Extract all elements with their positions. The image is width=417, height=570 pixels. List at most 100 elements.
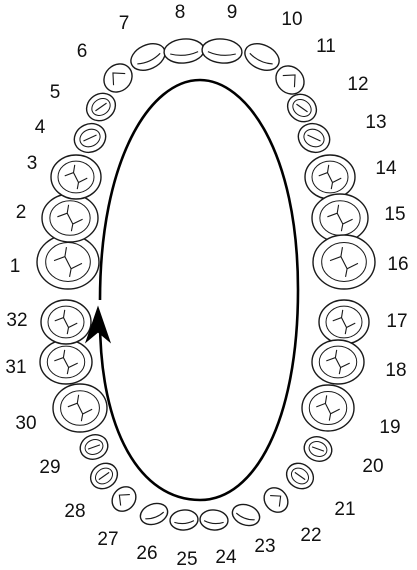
tooth-31[interactable] xyxy=(39,339,93,385)
tooth-number-label-16: 16 xyxy=(387,254,408,275)
tooth-number-label-14: 14 xyxy=(375,158,397,179)
tooth-number-label-24: 24 xyxy=(215,547,237,568)
tooth-22[interactable] xyxy=(259,483,293,517)
tooth-27[interactable] xyxy=(107,482,141,516)
fissure-groove xyxy=(318,164,342,190)
tooth-number-label-30: 30 xyxy=(15,413,36,434)
occlusal-table xyxy=(292,99,312,117)
tooth-16[interactable] xyxy=(312,234,376,290)
tooth-number-label-4: 4 xyxy=(35,117,46,138)
tooth-14[interactable] xyxy=(304,154,356,200)
incisal-edge xyxy=(137,52,161,65)
tooth-2[interactable] xyxy=(41,193,99,243)
tooth-number-label-27: 27 xyxy=(97,529,118,550)
occlusal-table xyxy=(60,390,100,426)
incisal-edge xyxy=(203,520,224,525)
tooth-number-label-2: 2 xyxy=(16,202,27,223)
tooth-number-label-13: 13 xyxy=(365,112,386,133)
occlusal-table xyxy=(46,345,86,379)
tooth-number-label-22: 22 xyxy=(300,525,321,546)
central-groove xyxy=(95,102,107,112)
tooth-outline xyxy=(201,38,243,64)
tooth-number-label-1: 1 xyxy=(10,256,21,277)
tooth-outline xyxy=(139,502,169,526)
tooth-number-label-28: 28 xyxy=(64,501,85,522)
tooth-13[interactable] xyxy=(294,119,335,158)
tooth-7[interactable] xyxy=(127,39,170,76)
fissure-groove xyxy=(53,247,83,277)
occlusal-table xyxy=(321,242,367,282)
tooth-number-label-9: 9 xyxy=(227,2,238,23)
tooth-9[interactable] xyxy=(201,37,243,64)
fissure-groove xyxy=(329,247,359,277)
tooth-number-label-26: 26 xyxy=(136,543,157,564)
occlusal-table xyxy=(325,305,363,339)
tooth-number-label-31: 31 xyxy=(5,357,26,378)
tooth-outline xyxy=(263,487,289,513)
tooth-number-label-8: 8 xyxy=(175,2,186,23)
tooth-number-label-3: 3 xyxy=(27,153,38,174)
tooth-26[interactable] xyxy=(137,500,170,528)
tooth-number-label-23: 23 xyxy=(254,536,275,557)
tooth-19[interactable] xyxy=(301,384,355,432)
tooth-outline xyxy=(103,63,133,93)
tooth-number-label-11: 11 xyxy=(316,36,336,57)
tooth-18[interactable] xyxy=(311,339,365,385)
tooth-17[interactable] xyxy=(318,299,370,345)
central-groove xyxy=(98,471,110,481)
tooth-30[interactable] xyxy=(52,383,108,433)
occlusal-table xyxy=(290,467,310,485)
tooth-number-label-29: 29 xyxy=(39,457,60,478)
tooth-4[interactable] xyxy=(70,119,111,158)
tooth-number-label-6: 6 xyxy=(77,41,88,62)
fissure-groove xyxy=(64,164,88,190)
tooth-28[interactable] xyxy=(86,458,123,494)
clockwise-direction-arrowhead xyxy=(84,305,112,344)
incisal-edge xyxy=(235,512,255,521)
tooth-5[interactable] xyxy=(81,88,120,127)
tooth-8[interactable] xyxy=(163,37,205,64)
tooth-number-label-20: 20 xyxy=(362,456,383,477)
tooth-24[interactable] xyxy=(199,509,229,531)
tooth-11[interactable] xyxy=(270,60,310,100)
fissure-groove xyxy=(57,204,83,232)
central-groove xyxy=(87,444,101,450)
tooth-20[interactable] xyxy=(301,433,336,465)
tooth-number-label-7: 7 xyxy=(119,13,130,34)
occlusal-table xyxy=(91,98,111,116)
tooth-1[interactable] xyxy=(36,234,100,290)
tooth-number-label-15: 15 xyxy=(384,204,405,225)
tooth-outline xyxy=(111,486,137,512)
occlusal-table xyxy=(79,128,101,148)
incisal-edge xyxy=(170,51,199,56)
occlusal-table xyxy=(84,439,104,455)
cusp-ridge xyxy=(270,495,282,507)
incisal-edge xyxy=(145,511,165,520)
tooth-number-label-12: 12 xyxy=(347,74,368,95)
occlusal-table xyxy=(311,160,349,194)
occlusal-table xyxy=(49,200,91,236)
fissure-groove xyxy=(332,309,356,335)
cusp-ridge xyxy=(282,74,296,88)
tooth-3[interactable] xyxy=(50,154,102,200)
tooth-number-label-17: 17 xyxy=(386,311,407,332)
tooth-23[interactable] xyxy=(229,501,262,529)
tooth-25[interactable] xyxy=(169,509,199,531)
occlusal-table xyxy=(47,305,85,339)
tooth-12[interactable] xyxy=(282,89,321,128)
fissure-groove xyxy=(54,309,78,335)
tooth-10[interactable] xyxy=(241,39,284,76)
fissure-groove xyxy=(326,349,350,375)
tooth-6[interactable] xyxy=(98,58,138,98)
tooth-21[interactable] xyxy=(282,458,319,494)
tooth-32[interactable] xyxy=(40,299,92,345)
occlusal-table xyxy=(308,390,348,426)
fissure-groove xyxy=(327,204,353,232)
tooth-number-label-18: 18 xyxy=(385,360,406,381)
tooth-outline xyxy=(163,38,205,64)
occlusal-table xyxy=(94,467,114,485)
tooth-29[interactable] xyxy=(77,431,112,463)
incisal-edge xyxy=(207,51,236,56)
tooth-number-label-19: 19 xyxy=(379,417,400,438)
